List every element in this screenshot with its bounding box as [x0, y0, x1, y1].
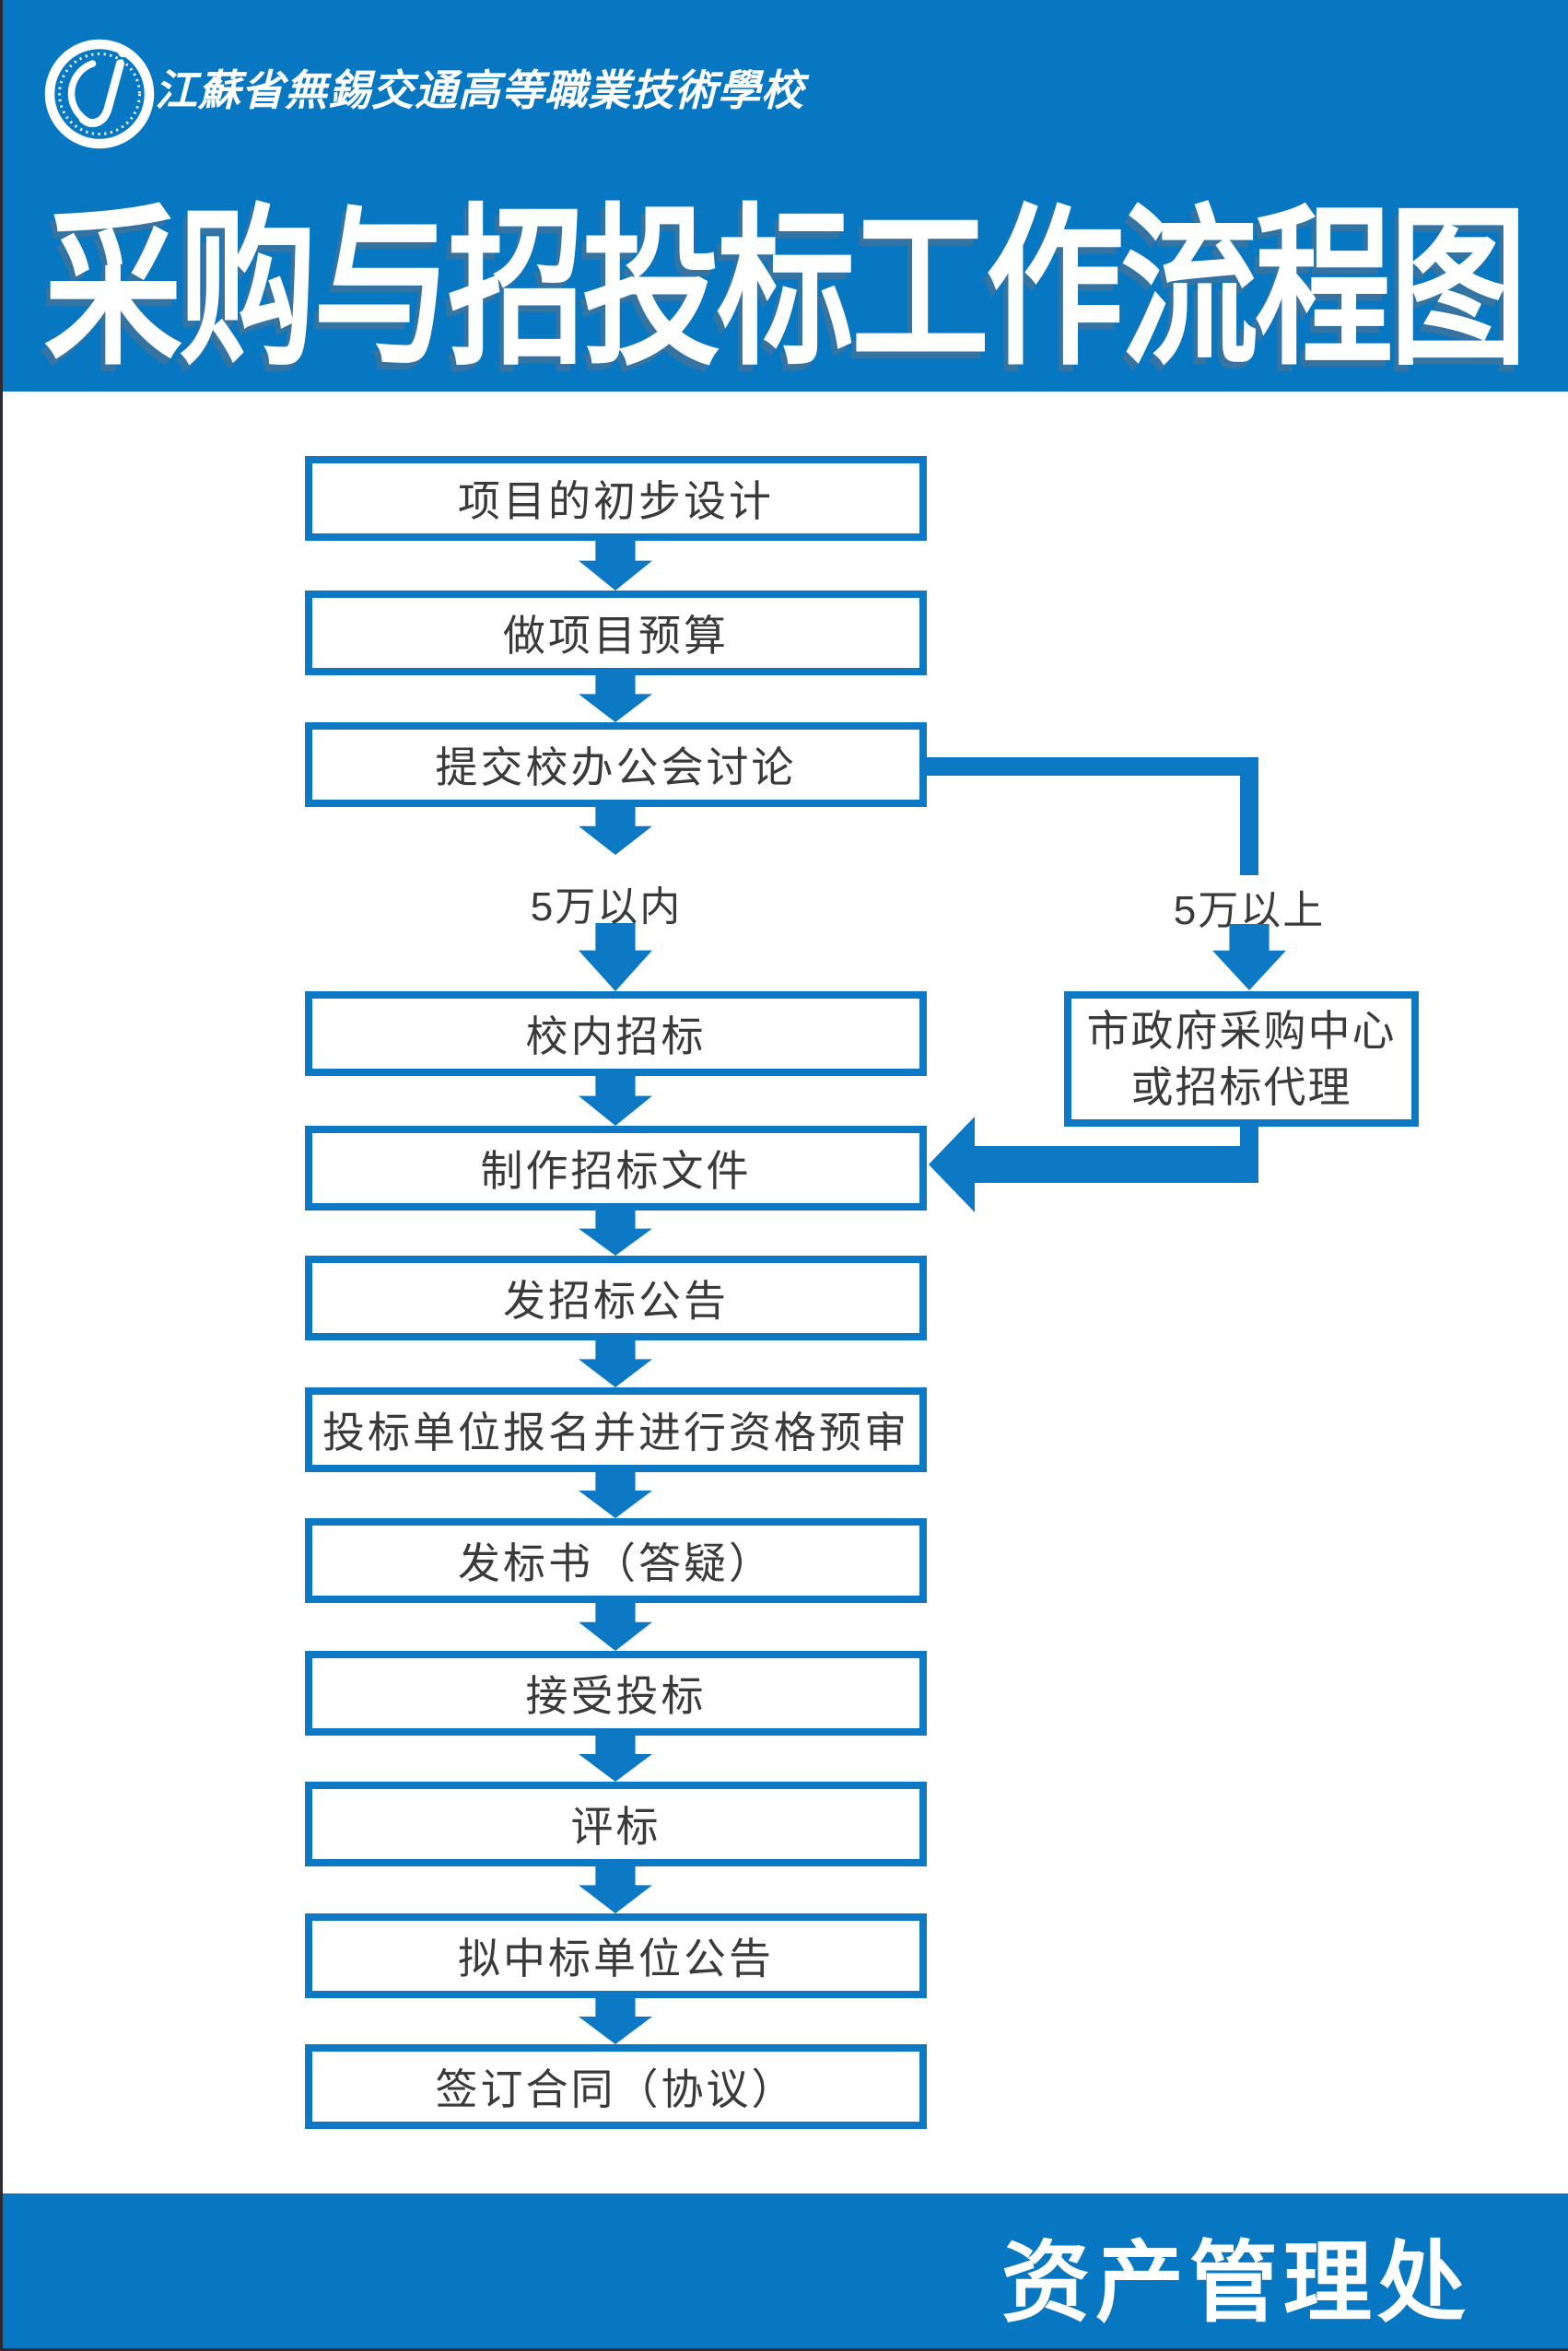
flow-step-label: 发标书（答疑）: [458, 1539, 774, 1587]
flow-step-make-bid-documents: 制作招标文件: [305, 1126, 927, 1211]
flow-step-registration-prequalification: 投标单位报名并进行资格预审: [305, 1387, 927, 1472]
flow-step-preliminary-design: 项目的初步设计: [305, 456, 927, 541]
flow-step-label: 制作招标文件: [480, 1147, 752, 1195]
flow-step-label: 签订合同（协议）: [435, 2065, 797, 2113]
connector-elbow-horizontal: [921, 757, 1258, 776]
flow-step-publish-announcement: 发招标公告: [305, 1256, 927, 1340]
page-edge-bottom: [0, 2348, 1568, 2351]
flow-step-label-line1: 市政府采购中心: [1086, 1006, 1397, 1055]
school-name: 江蘇省無錫交通高等職業技術學校: [155, 67, 804, 114]
arrow-down-icon: [579, 923, 652, 991]
flow-step-sign-contract: 签订合同（协议）: [305, 2044, 927, 2129]
arrow-down-icon: [579, 1211, 652, 1256]
flow-step-label: 接受投标: [525, 1672, 707, 1720]
flow-step-label: 拟中标单位公告: [458, 1935, 774, 1983]
flow-step-label-line2: 或招标代理: [1130, 1062, 1352, 1111]
department-name: 资产管理处: [1001, 2234, 1471, 2333]
arrow-down-icon: [579, 541, 652, 591]
footer-band: [0, 2193, 1568, 2351]
arrow-down-icon: [579, 1866, 652, 1913]
flow-step-winner-announcement: 拟中标单位公告: [305, 1913, 927, 1998]
flow-step-label: 投标单位报名并进行资格预审: [322, 1409, 909, 1456]
flow-step-label: 发招标公告: [503, 1277, 729, 1325]
flow-step-issue-bid-book: 发标书（答疑）: [305, 1518, 927, 1603]
school-logo: [44, 39, 155, 149]
flow-step-bid-evaluation: 评标: [305, 1782, 927, 1866]
flow-step-label: 项目的初步设计: [458, 477, 774, 525]
flow-step-label: 提交校办公会讨论: [435, 743, 797, 791]
arrow-down-icon: [579, 1998, 652, 2044]
header-band: 江蘇省無錫交通高等職業技術學校 采购与招投标工作流程图: [0, 0, 1568, 392]
flow-step-accept-bids: 接受投标: [305, 1651, 927, 1736]
school-logo-icon: [44, 39, 155, 149]
arrow-down-icon: [579, 1736, 652, 1782]
flow-step-project-budget: 做项目预算: [305, 591, 927, 675]
arrow-left-icon: [929, 1117, 975, 1212]
branch-label-under-50k: 5万以内: [530, 884, 683, 930]
arrow-down-icon: [579, 1603, 652, 1651]
flow-step-label: 评标: [570, 1803, 661, 1851]
page-edge-left: [0, 0, 3, 2351]
flow-step-label: 校内招标: [525, 1012, 707, 1060]
flow-step-school-bidding: 校内招标: [305, 991, 927, 1076]
arrow-down-icon: [579, 807, 652, 855]
connector-return-bar: [967, 1146, 1258, 1183]
arrow-down-icon: [579, 1076, 652, 1126]
arrow-down-icon: [579, 1472, 652, 1518]
page-title: 采购与招投标工作流程图: [43, 192, 1527, 385]
flow-step-label: 做项目预算: [503, 612, 729, 660]
flow-step-office-meeting: 提交校办公会讨论: [305, 722, 927, 807]
flow-step-gov-procurement-center: 市政府采购中心 或招标代理: [1064, 991, 1419, 1127]
arrow-down-icon: [579, 675, 652, 722]
arrow-down-icon: [579, 1340, 652, 1387]
connector-elbow-vertical: [1240, 757, 1258, 875]
